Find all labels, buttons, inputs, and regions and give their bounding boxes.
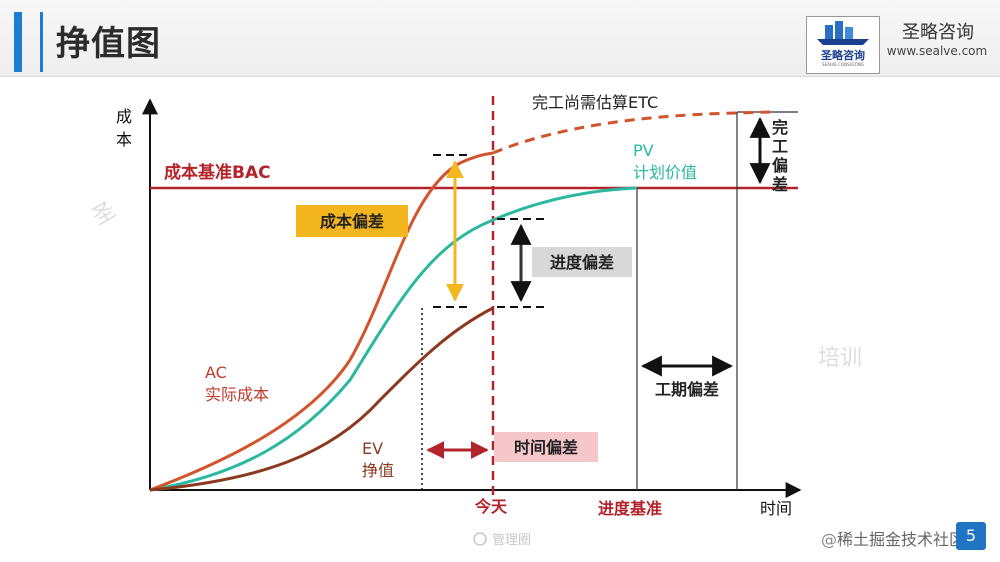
faint-watermark-side: 培训	[818, 346, 863, 371]
schedule-variance-box	[532, 247, 632, 277]
schedule-variance-label: 进度偏差	[550, 253, 614, 272]
completion-variance-char-3: 偏	[772, 156, 788, 175]
cost-variance-label: 成本偏差	[320, 212, 384, 231]
bottom-watermark: @稀土掘金技术社区	[821, 526, 965, 550]
ac-sublabel: 实际成本	[205, 385, 269, 404]
company-name: 圣略咨询	[902, 22, 974, 43]
duration-variance-label: 工期偏差	[655, 380, 719, 399]
pv-sublabel: 计划价值	[633, 163, 697, 182]
today-label: 今天	[474, 497, 508, 516]
ev-sublabel: 挣值	[362, 461, 394, 480]
y-axis-label-1: 成	[116, 107, 132, 126]
at-sign: @	[821, 530, 837, 549]
company-url: www.sealve.com	[886, 44, 988, 58]
pv-curve	[149, 186, 638, 492]
y-axis-label-2: 本	[116, 130, 132, 149]
logo-text: 圣略咨询	[821, 49, 865, 62]
logo-subtext: SEALVE CONSULTING	[822, 62, 864, 67]
watermark-logo-icon	[473, 532, 487, 546]
center-watermark: 管理圈	[492, 533, 531, 548]
completion-variance-char-1: 完	[772, 118, 788, 137]
company-logo: 圣略咨询 SEALVE CONSULTING	[806, 16, 880, 74]
bottom-watermark-text: 稀土掘金技术社区	[837, 530, 966, 549]
etc-forecast-curve	[492, 110, 771, 155]
completion-variance-char-4: 差	[772, 175, 788, 194]
ship-logo-icon	[817, 21, 869, 45]
time-variance-box	[494, 432, 598, 462]
ev-curve	[149, 306, 494, 492]
title-accent-bar	[14, 12, 22, 72]
page-number: 5	[956, 522, 986, 550]
completion-variance-char-2: 工	[772, 137, 788, 156]
title-accent-line	[40, 12, 43, 72]
bac-label: 成本基准BAC	[164, 162, 271, 183]
time-variance-label: 时间偏差	[514, 438, 578, 457]
cost-variance-box	[296, 205, 408, 237]
ac-label: AC	[205, 363, 227, 382]
ac-curve	[149, 151, 494, 492]
etc-label: 完工尚需估算ETC	[532, 93, 658, 112]
ev-label: EV	[362, 439, 383, 458]
x-axis-label: 时间	[760, 499, 792, 518]
schedule-baseline-label: 进度基准	[598, 499, 662, 518]
pv-label: PV	[633, 141, 654, 160]
page-title: 挣值图	[56, 24, 161, 64]
header-bar: 挣值图 圣略咨询 SEALVE CONSULTING 圣略咨询 www.seal…	[0, 0, 1000, 77]
